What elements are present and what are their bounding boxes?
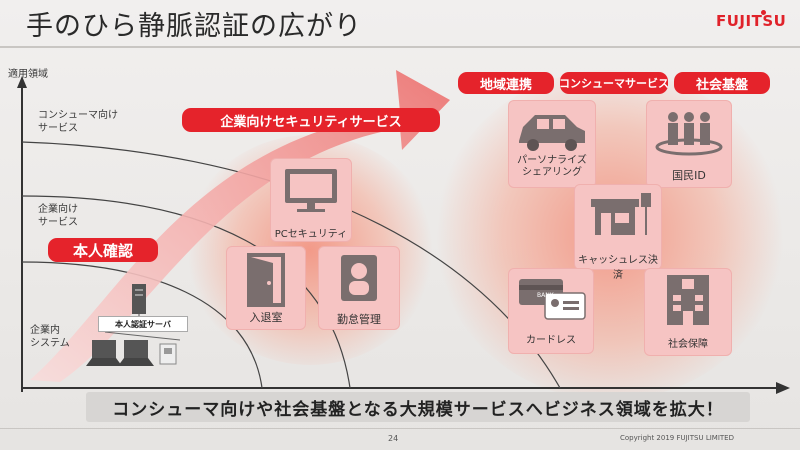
tile-cardless: BANK カードレス [508, 268, 594, 354]
laptop-icon [86, 340, 122, 366]
people-icon [655, 112, 723, 156]
bank-card-text: BANK [537, 292, 554, 299]
tile-cashless-label: キャッシュレス決済 [578, 255, 658, 281]
tile-car-sharing-label: パーソナライズ シェアリング [517, 155, 587, 178]
tile-entry-exit: 入退室 [226, 246, 306, 330]
phase-consumer-service: コンシューマサービス [559, 72, 669, 94]
y-axis-arrowhead [17, 76, 27, 88]
y-axis-label: 適用領域 [8, 69, 48, 80]
fujitsu-logo: FUJITSU [716, 12, 787, 30]
phase-social: 社会基盤 [674, 72, 770, 94]
phase-identity: 本人確認 [48, 238, 158, 262]
row-label-enterprise: 企業向け サービス [38, 204, 78, 228]
x-axis-arrowhead [776, 382, 790, 394]
tile-attendance: 勤怠管理 [318, 246, 400, 330]
title-divider [0, 46, 800, 48]
row-label-consumer: コンシューマ向け サービス [38, 110, 118, 134]
auth-server-label: 本人認証サーバ [98, 316, 188, 332]
tile-attendance-label: 勤怠管理 [337, 313, 381, 326]
tile-entry-exit-label: 入退室 [249, 311, 283, 324]
page-number: 24 [388, 434, 399, 443]
enterprise-curve [21, 195, 351, 389]
worker-badge-icon [341, 255, 377, 301]
tile-cardless-label: カードレス [526, 335, 576, 346]
store-icon [591, 193, 651, 235]
server-icon [132, 284, 146, 314]
logo-infinity-mark [761, 10, 766, 15]
phase-regional: 地域連携 [458, 72, 554, 94]
tile-national-id: 国民ID [646, 100, 732, 188]
copyright: Copyright 2019 FUJITSU LIMITED [620, 434, 734, 442]
tile-car-sharing: パーソナライズ シェアリング [508, 100, 596, 188]
monitor-icon [285, 169, 337, 212]
tile-social-security: 社会保障 [644, 268, 732, 356]
page-title: 手のひら静脈認証の広がり [26, 11, 362, 42]
laptop-icon [118, 340, 154, 366]
tile-cashless: キャッシュレス決済 [574, 184, 662, 281]
tile-pc-security: PCセキュリティ [270, 158, 352, 242]
phase-enterprise-security: 企業向けセキュリティサービス [182, 108, 440, 132]
tile-social-security-label: 社会保障 [668, 339, 708, 350]
row-label-internal: 企業内 システム [30, 325, 70, 349]
tile-national-id-label: 国民ID [672, 169, 706, 182]
footer-divider [0, 428, 800, 429]
door-icon [247, 253, 285, 307]
palm-scanner-icon [159, 343, 177, 365]
car-icon [519, 115, 585, 151]
hospital-icon [667, 275, 709, 325]
internal-curve [21, 261, 263, 389]
cards-icon [519, 279, 586, 320]
tile-pc-security-label: PCセキュリティ [274, 229, 348, 240]
conclusion-banner: コンシューマ向けや社会基盤となる大規模サービスへビジネス領域を拡大！ [86, 392, 750, 422]
